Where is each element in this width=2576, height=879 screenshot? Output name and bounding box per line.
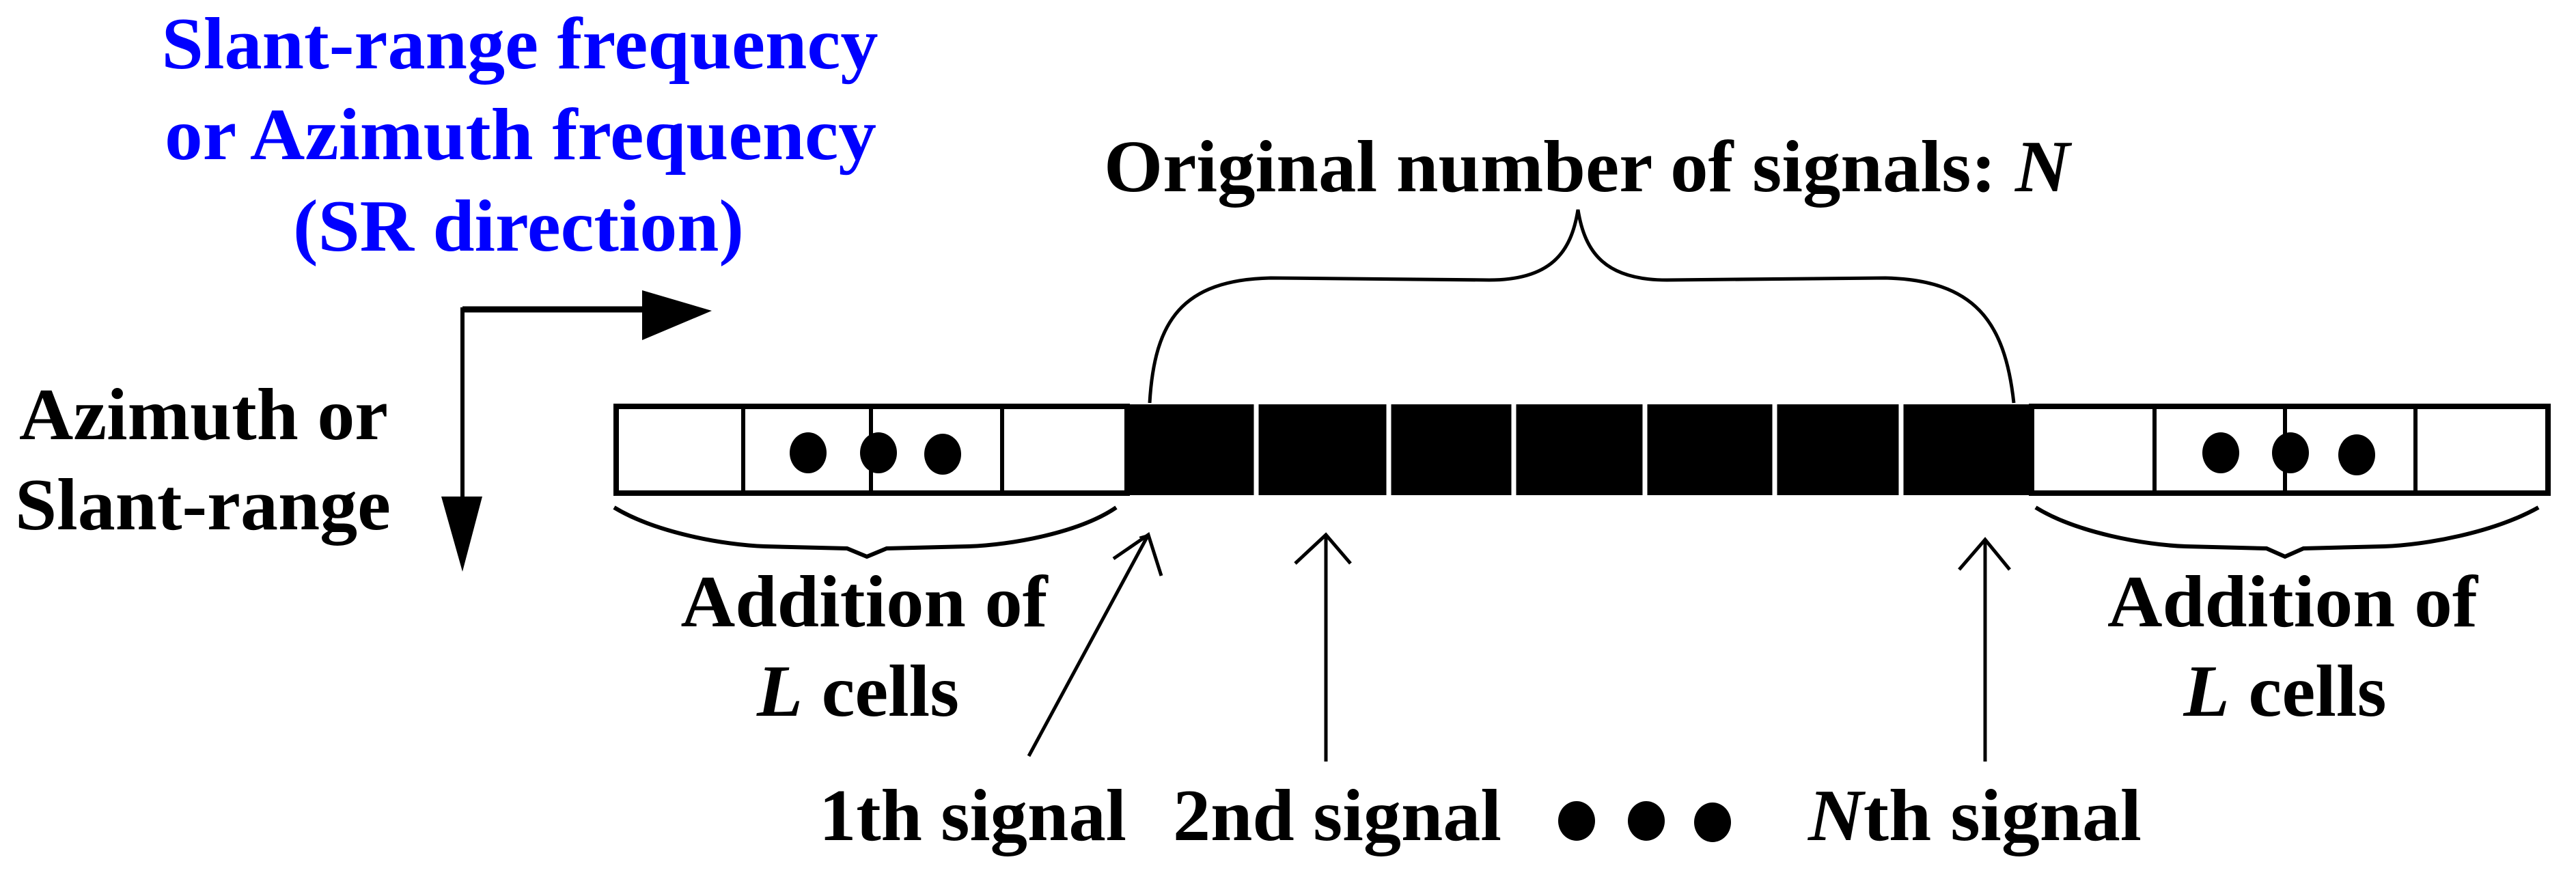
signal-cells (1128, 404, 2032, 495)
ellipsis-dots-icon (2202, 432, 2375, 475)
original-signals-label: Original number of signals: N (1104, 126, 2073, 208)
axis-label: Azimuth or Slant-range (15, 374, 391, 546)
signal-labels: 1th signal 2nd signal Nth signal (819, 775, 2142, 856)
right-padding-label-line-2: L cells (2183, 651, 2386, 732)
signal-label-n-suffix: th signal (1864, 775, 2142, 856)
arrow-up-icon (1958, 537, 2011, 762)
axis-label-line-2: Slant-range (15, 464, 391, 546)
cells-text: cells (803, 651, 959, 732)
left-padding-cells (613, 404, 1130, 496)
direction-heading-line-1: Slant-range frequency (162, 3, 878, 85)
ellipsis-dots-icon (1558, 801, 1731, 842)
direction-heading: Slant-range frequency or Azimuth frequen… (162, 3, 878, 267)
variable-n: N (2014, 126, 2073, 208)
variable-l: L (2183, 651, 2229, 732)
right-padding-label-line-1: Addition of (2107, 561, 2479, 643)
arrow-up-icon (1294, 532, 1352, 762)
curly-brace-icon (1148, 209, 2016, 404)
direction-heading-line-2: or Azimuth frequency (165, 94, 876, 176)
cell-strip (613, 404, 2551, 496)
curly-brace-icon (613, 505, 1118, 559)
variable-l: L (756, 651, 803, 732)
arrow-down-icon (441, 307, 482, 572)
signal-label-2: 2nd signal (1173, 775, 1501, 856)
direction-heading-line-3: (SR direction) (293, 186, 744, 267)
arrow-right-icon (462, 290, 712, 340)
cells-text: cells (2230, 651, 2387, 732)
variable-n: N (1808, 775, 1866, 856)
arrow-up-icon (1027, 532, 1163, 757)
signal-label-1: 1th signal (819, 775, 1126, 856)
signal-label-n: Nth signal (1808, 775, 2142, 856)
left-padding-label-line-1: Addition of (681, 561, 1049, 643)
curly-brace-icon (2034, 505, 2540, 559)
original-signals-text: Original number of signals: (1104, 126, 2015, 208)
direction-axes (441, 290, 712, 572)
left-padding-label-line-2: L cells (756, 651, 959, 732)
ellipsis-dots-icon (790, 432, 961, 475)
left-padding-label: Addition of L cells (681, 561, 1049, 732)
right-padding-cells (2029, 404, 2551, 496)
right-padding-label: Addition of L cells (2107, 561, 2479, 732)
axis-label-line-1: Azimuth or (19, 374, 388, 456)
